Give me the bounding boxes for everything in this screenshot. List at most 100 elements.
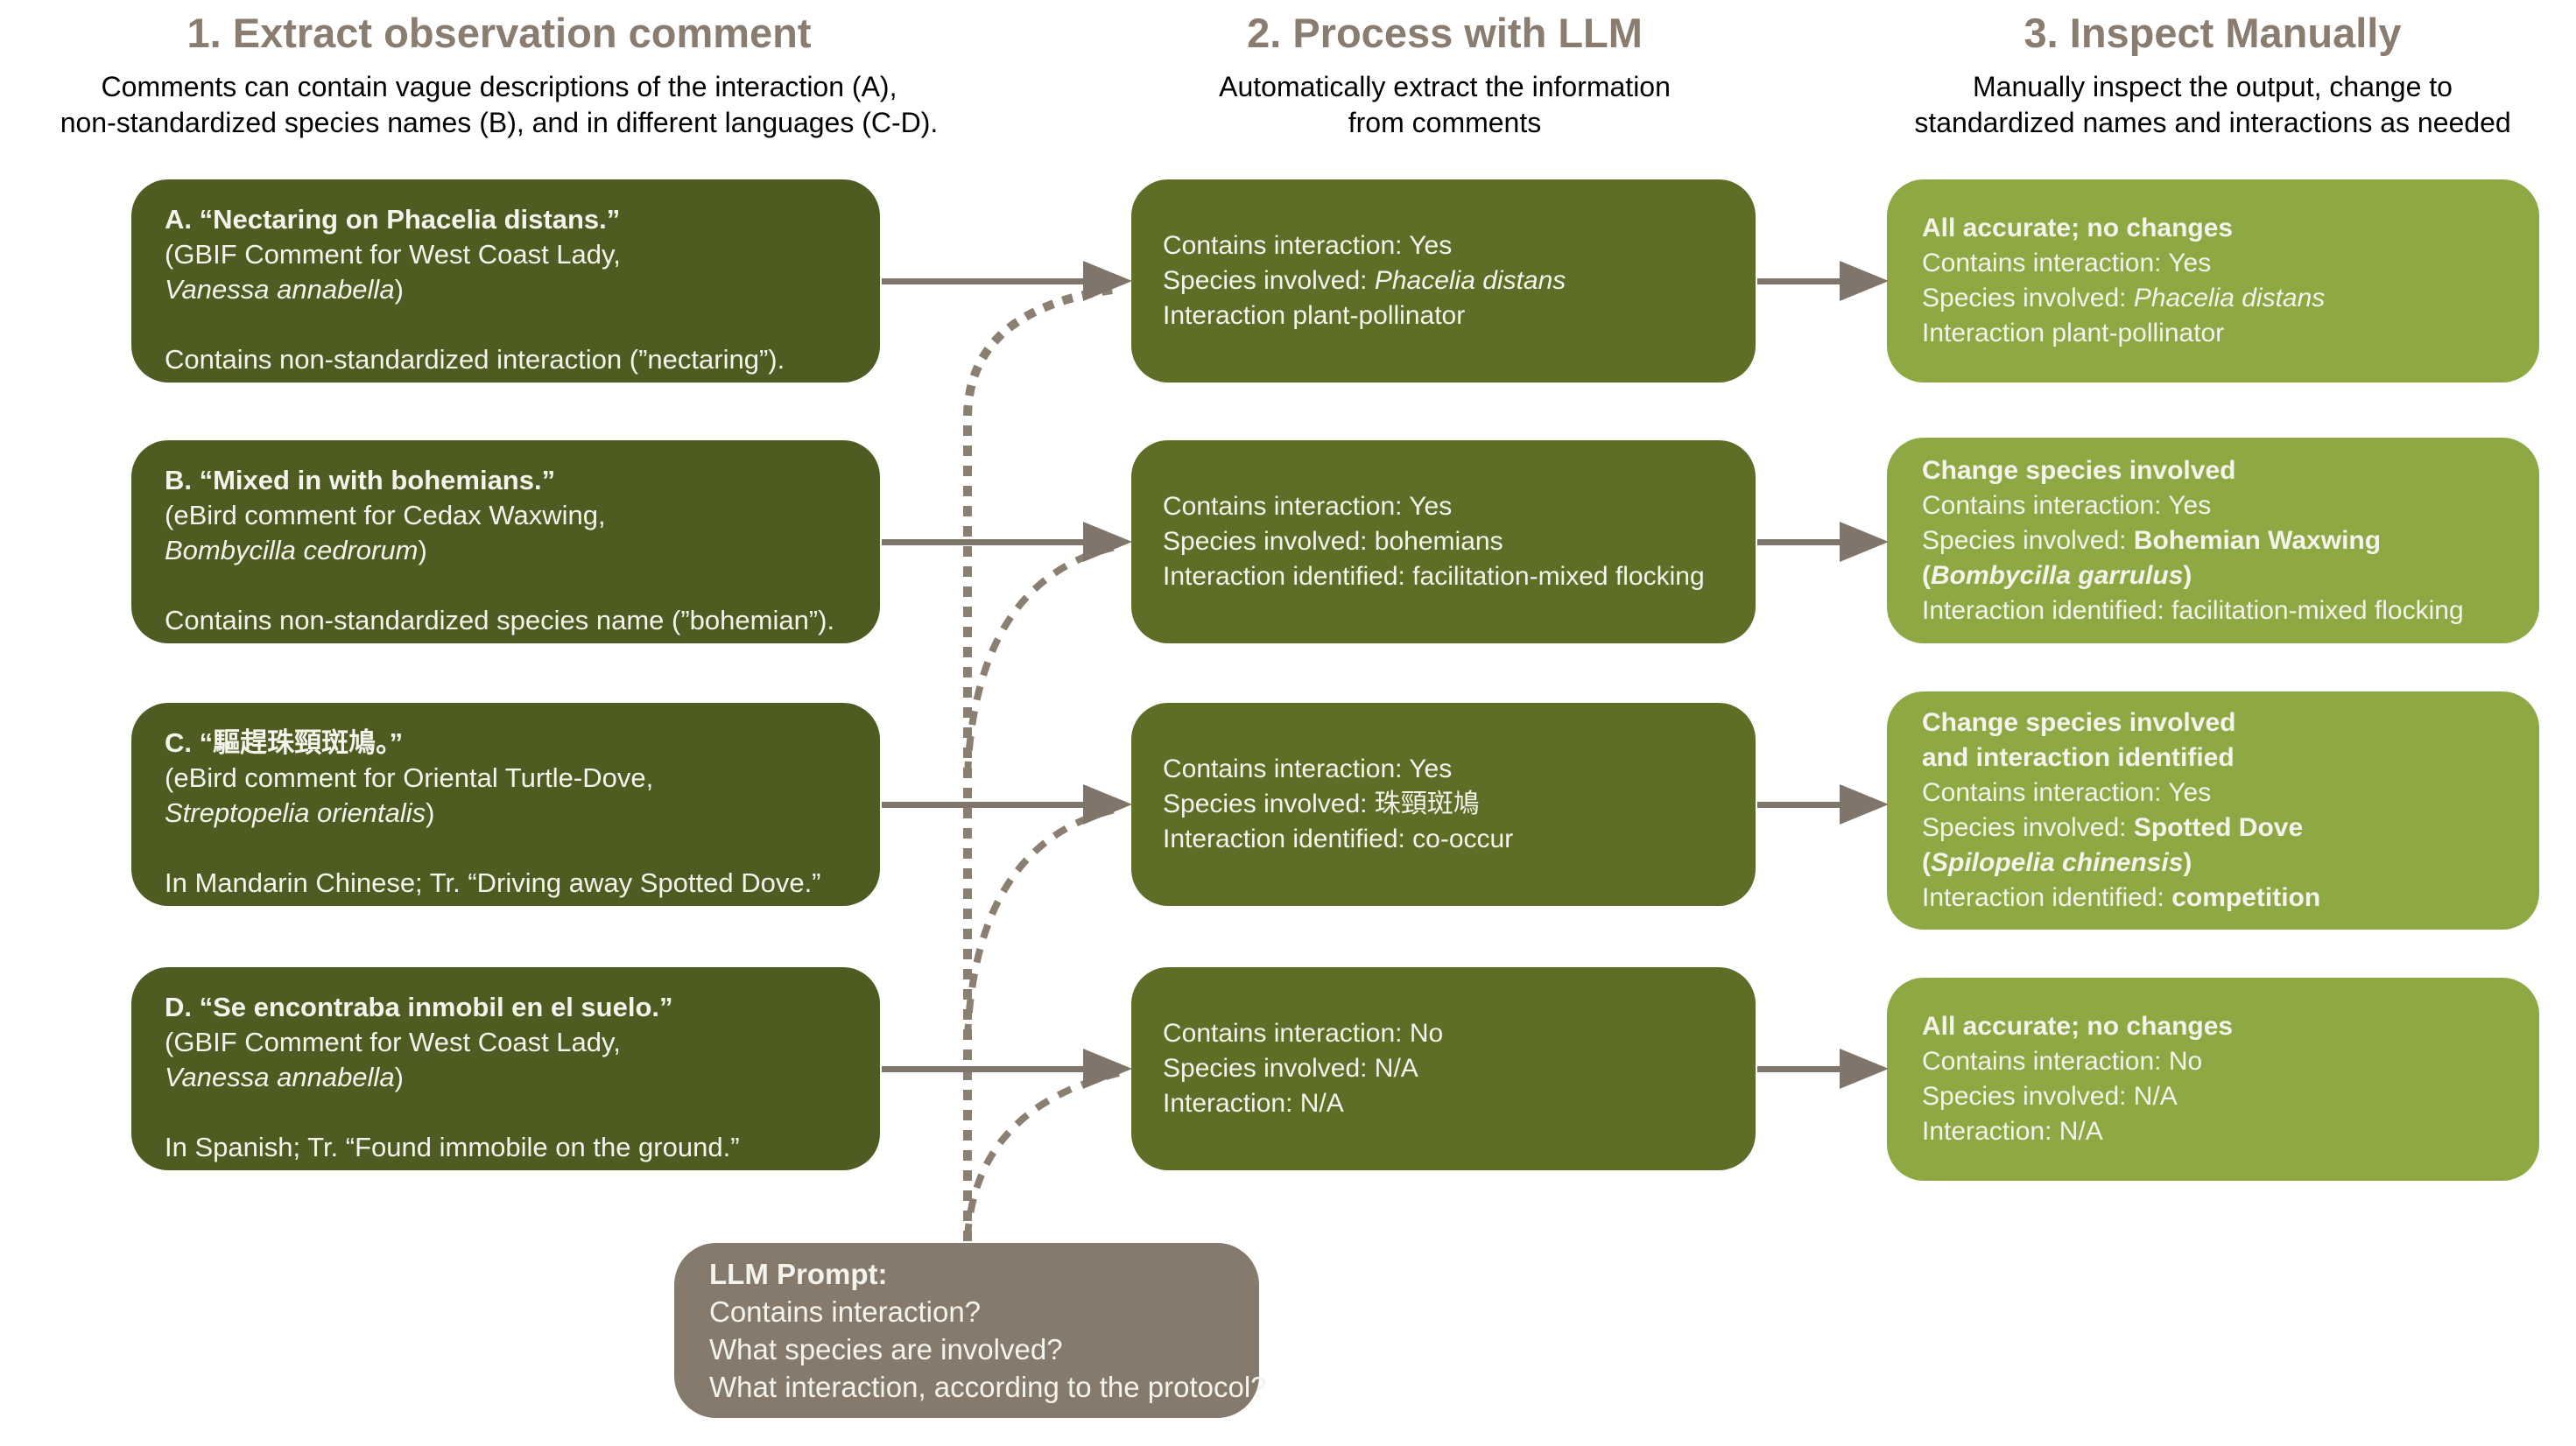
text-line: Contains non-standardized species name (… xyxy=(165,605,835,635)
arrow-shaft xyxy=(1757,539,1848,545)
text-line xyxy=(165,1095,847,1130)
text-line: (Bombycilla garrulus) xyxy=(1922,560,2192,590)
column-title-inspect: 3. Inspect Manually xyxy=(2023,10,2402,56)
text-line: Bombycilla cedrorum) xyxy=(165,535,427,565)
text-line: What species are involved? xyxy=(709,1333,1063,1365)
text-line: Interaction plant-pollinator xyxy=(1922,319,2225,347)
arrowhead-icon xyxy=(1840,522,1889,562)
arrow-shaft xyxy=(882,539,1092,545)
text-line: Contains interaction: No xyxy=(1163,1019,1444,1048)
text-line xyxy=(165,568,847,603)
column-subtitle-inspect: Manually inspect the output, change to s… xyxy=(1914,71,2511,138)
arrowhead-icon xyxy=(1083,261,1132,301)
arrow-comment-to-llm-1 xyxy=(882,261,1132,301)
comment-box-d: D. “Se encontraba inmobil en el suelo.” (… xyxy=(131,967,880,1170)
text-line: What interaction, according to the proto… xyxy=(709,1371,1267,1403)
text-line: Contains interaction: Yes xyxy=(1922,490,2212,520)
text-line: Contains interaction: Yes xyxy=(1922,778,2212,807)
text-line: In Mandarin Chinese; Tr. “Driving away S… xyxy=(165,867,821,898)
text-line: (Spilopelia chinensis) xyxy=(1922,848,2192,877)
arrow-comment-to-llm-4 xyxy=(882,1049,1132,1089)
text-line: (GBIF Comment for West Coast Lady, xyxy=(165,239,621,270)
text-line: Contains interaction: Yes xyxy=(1163,755,1453,783)
text-line: (eBird comment for Cedax Waxwing, xyxy=(165,500,606,530)
dashed-connector-path-c xyxy=(964,805,1120,1039)
text-line: (GBIF Comment for West Coast Lady, xyxy=(165,1027,621,1057)
text-line: Interaction: N/A xyxy=(1163,1089,1344,1118)
text-line: Contains interaction: No xyxy=(1922,1047,2203,1076)
column-header-inspect: 3. Inspect Manually Manually inspect the… xyxy=(1849,9,2576,141)
dashed-connector-path-a xyxy=(963,284,1120,1241)
column-subtitle-process: Automatically extract the information fr… xyxy=(1219,71,1671,138)
arrow-shaft xyxy=(882,802,1092,808)
text-line: Interaction identified: co-occur xyxy=(1163,825,1514,853)
text-line: Species involved: Phacelia distans xyxy=(1163,266,1566,295)
text-line: A. “Nectaring on Phacelia distans.” xyxy=(165,204,621,235)
text-line: Change species involved xyxy=(1922,455,2236,485)
column-title-extract: 1. Extract observation comment xyxy=(187,10,812,56)
text-line: Contains interaction: Yes xyxy=(1163,492,1453,521)
comment-box-b: B. “Mixed in with bohemians.” (eBird comm… xyxy=(131,440,880,643)
text-line xyxy=(165,831,847,866)
arrowhead-icon xyxy=(1840,784,1889,825)
text-line: In Spanish; Tr. “Found immobile on the g… xyxy=(165,1132,740,1162)
text-line: (eBird comment for Oriental Turtle-Dove, xyxy=(165,762,654,793)
text-line: Species involved: N/A xyxy=(1922,1082,2178,1111)
arrow-shaft xyxy=(1757,278,1848,284)
text-line: Contains interaction: Yes xyxy=(1922,249,2212,277)
arrow-shaft xyxy=(882,1066,1092,1072)
text-line: Interaction identified: facilitation-mix… xyxy=(1922,595,2464,625)
arrow-comment-to-llm-2 xyxy=(882,522,1132,562)
column-subtitle-extract: Comments can contain vague descriptions … xyxy=(60,71,939,138)
text-line: Contains non-standardized interaction (”… xyxy=(165,344,785,375)
text-line: Interaction: N/A xyxy=(1922,1117,2103,1146)
text-line: Contains interaction? xyxy=(709,1295,982,1328)
text-line: Species involved: Bohemian Waxwing xyxy=(1922,525,2382,555)
text-line: D. “Se encontraba inmobil en el suelo.” xyxy=(165,992,673,1022)
text-line: C. “驅趕珠頸斑鳩。” xyxy=(165,727,404,758)
arrowhead-icon xyxy=(1083,522,1132,562)
text-line: Species involved: bohemians xyxy=(1163,527,1503,556)
llm-prompt-box: LLM Prompt: Contains interaction? What spe… xyxy=(674,1243,1267,1418)
text-line: Species involved: Spotted Dove xyxy=(1922,813,2304,842)
text-line: Contains interaction: Yes xyxy=(1163,231,1453,260)
text-line: Vanessa annabella) xyxy=(165,274,404,305)
dashed-connector-path-d xyxy=(964,1070,1120,1239)
arrowhead-icon xyxy=(1840,261,1889,301)
text-line: Species involved: N/A xyxy=(1163,1054,1418,1083)
arrow-comment-to-llm-3 xyxy=(882,784,1132,825)
column-title-process: 2. Process with LLM xyxy=(1247,10,1643,56)
text-line: Vanessa annabella) xyxy=(165,1062,404,1092)
arrow-llm-to-review-3 xyxy=(1757,784,1889,825)
text-line: Interaction plant-pollinator xyxy=(1163,301,1466,330)
text-line: LLM Prompt: xyxy=(709,1258,888,1290)
text-line: Interaction identified: facilitation-mix… xyxy=(1163,562,1705,591)
comment-box-a: A. “Nectaring on Phacelia distans.” (GBIF… xyxy=(131,179,880,383)
text-line: All accurate; no changes xyxy=(1922,214,2234,242)
dashed-connector-path-b xyxy=(964,543,1120,776)
arrow-shaft xyxy=(882,278,1092,284)
arrowhead-icon xyxy=(1840,1049,1889,1089)
column-header-extract: 1. Extract observation comment Comments … xyxy=(0,9,998,141)
text-line xyxy=(165,307,847,342)
arrowhead-icon xyxy=(1083,784,1132,825)
text-line: B. “Mixed in with bohemians.” xyxy=(165,465,556,495)
text-line: Streptopelia orientalis) xyxy=(165,797,435,828)
arrow-llm-to-review-4 xyxy=(1757,1049,1889,1089)
text-line: Species involved: Phacelia distans xyxy=(1922,284,2326,312)
comment-box-c: C. “驅趕珠頸斑鳩。” (eBird comment for Oriental … xyxy=(131,703,880,906)
arrowhead-icon xyxy=(1083,1049,1132,1089)
arrow-shaft xyxy=(1757,1066,1848,1072)
arrow-shaft xyxy=(1757,802,1848,808)
arrow-llm-to-review-1 xyxy=(1757,261,1889,301)
column-header-process: 2. Process with LLM Automatically extrac… xyxy=(1140,9,1749,141)
text-line: Interaction identified: competition xyxy=(1922,883,2321,912)
